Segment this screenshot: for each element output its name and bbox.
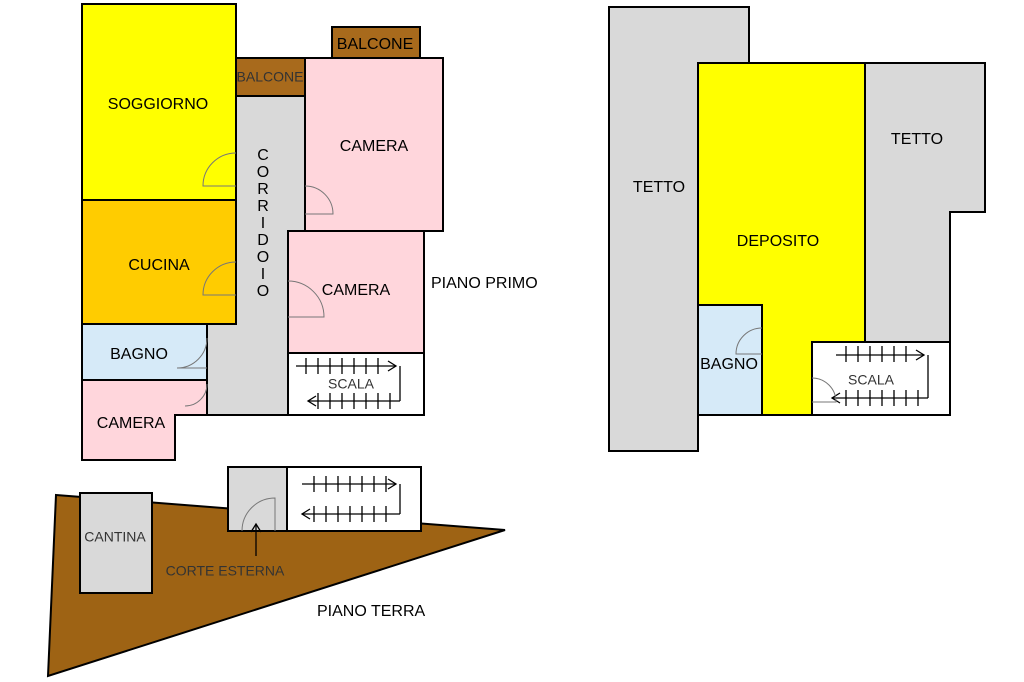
ground-floor-plan [46,466,506,678]
stair-arrows-first [296,358,401,409]
door-swings-first [176,152,334,407]
corridoio-letter: O [257,283,269,300]
door-swings-attic [735,327,837,403]
bagno-attic-label: BAGNO [700,356,758,373]
camera-small-room [81,379,208,461]
balcone-side-label: BALCONE [237,69,304,85]
bagno-attic-room [697,304,763,416]
corridoio-label: C O R R I D O I O [257,147,269,300]
soggiorno-label: SOGGIORNO [108,96,208,113]
camera-top-room [304,57,444,232]
piano-primo-label: PIANO PRIMO [431,275,538,292]
corridoio-letter: I [261,215,265,232]
stair-arrows-attic [830,346,929,406]
scala-first-floor [287,352,425,416]
door-swing-ground [241,497,276,532]
scala-ground [286,466,422,532]
corridoio-letter: O [257,249,269,266]
corridoio-letter: R [257,181,269,198]
corridoio-letter: D [257,232,269,249]
cucina-room [81,199,237,325]
corridoio-letter: C [257,147,269,164]
cucina-label: CUCINA [128,257,190,274]
camera-top-label: CAMERA [340,138,409,155]
first-floor-plan [81,3,444,461]
tetto-left-label: TETTO [633,179,685,196]
entrance-arrow-icon [250,522,262,556]
ingresso-room [227,466,288,532]
balcone-top [331,26,421,59]
corridoio-letter: R [257,198,269,215]
piano-terra-label: PIANO TERRA [317,603,426,620]
tetto-right-label: TETTO [891,131,943,148]
corridoio-letter: I [261,266,265,283]
scala-attic [811,341,951,416]
camera-mid-label: CAMERA [322,282,391,299]
scala-attic-label: SCALA [848,372,895,388]
cantina-label: CANTINA [84,529,146,545]
bagno-label: BAGNO [110,346,168,363]
soggiorno-room [81,3,237,201]
corridoio-letter: O [257,164,269,181]
stair-arrows-ground [300,476,401,522]
camera-mid-room [287,230,425,354]
corte-esterna-label: CORTE ESTERNA [166,563,285,579]
camera-small-label: CAMERA [97,415,166,432]
tetto-right-room [864,62,986,343]
bagno-room [81,323,208,381]
attic-floor-plan [608,6,986,452]
balcone-top-label: BALCONE [337,36,413,53]
scala-first-label: SCALA [328,376,375,392]
deposito-label: DEPOSITO [737,233,819,250]
cantina-room [79,492,153,594]
